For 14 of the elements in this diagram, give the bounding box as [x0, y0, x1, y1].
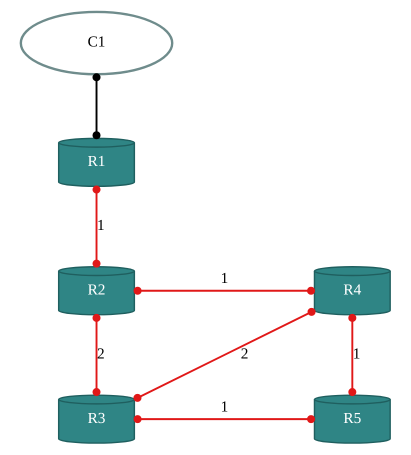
- edge-label: 1: [220, 398, 228, 416]
- connector: [92, 186, 101, 268]
- edge-label: 1: [352, 346, 360, 363]
- connector: [134, 415, 316, 424]
- node-ellipse: C1: [20, 10, 174, 76]
- edge-label: 2: [97, 346, 105, 363]
- connector: [92, 73, 101, 140]
- edge-label: 2: [240, 346, 248, 363]
- edge-label: 1: [220, 270, 228, 287]
- connector: [92, 314, 101, 396]
- connector: [134, 286, 316, 295]
- edge-label: 1: [97, 217, 105, 234]
- connector: [133, 308, 316, 402]
- connector: [348, 314, 356, 396]
